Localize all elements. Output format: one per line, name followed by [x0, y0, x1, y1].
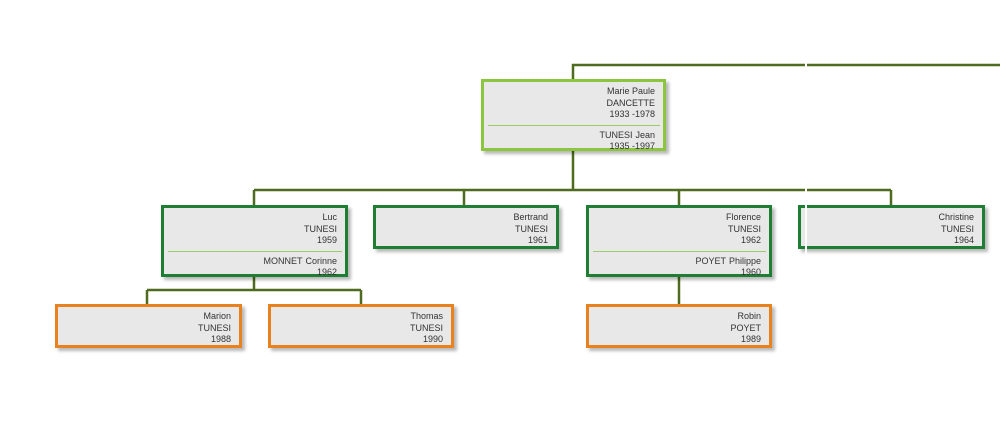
person-last-name: TUNESI [409, 322, 443, 333]
person-first-name: Luc [322, 212, 337, 222]
person-first-name: Marie Paule [606, 86, 655, 96]
person-dates: 1990 [422, 334, 443, 344]
person-first-name: Florence [725, 212, 761, 222]
luc-to-children-connector [145, 277, 363, 305]
person-dates: 1962 [740, 235, 761, 245]
person-dates: 1961 [527, 235, 548, 245]
person-card-robin-poyet[interactable]: Robin POYET 1989 [586, 304, 772, 348]
person-last-name: TUNESI [514, 223, 548, 234]
person-dates: 1964 [953, 235, 974, 245]
spouse-divider [168, 250, 342, 252]
person-last-name: TUNESI [197, 322, 231, 333]
person-last-name: TUNESI [727, 223, 761, 234]
ancestor-connector [571, 63, 1000, 79]
view-seam [805, 0, 807, 436]
root-to-children-connector [252, 150, 893, 206]
person-card-thomas-tunesi[interactable]: Thomas TUNESI 1990 [268, 304, 454, 348]
spouse-dates: 1935 -1997 [609, 141, 655, 151]
person-last-name: DANCETTE [606, 97, 655, 108]
person-first-name: Thomas [410, 311, 443, 321]
spouse-divider [488, 124, 660, 126]
person-last-name: TUNESI [940, 223, 974, 234]
person-dates: 1989 [740, 334, 761, 344]
spouse-dates: 1960 [740, 267, 761, 277]
person-card-christine-tunesi[interactable]: Christine TUNESI 1964 [798, 205, 985, 249]
person-last-name: POYET [730, 322, 761, 333]
person-card-marion-tunesi[interactable]: Marion TUNESI 1988 [55, 304, 242, 348]
person-dates: 1959 [316, 235, 337, 245]
person-first-name: Robin [737, 311, 761, 321]
person-first-name: Bertrand [513, 212, 548, 222]
person-dates: 1988 [210, 334, 231, 344]
spouse-divider [593, 250, 766, 252]
spouse-dates: 1962 [316, 267, 337, 277]
person-first-name: Christine [938, 212, 974, 222]
person-first-name: Marion [203, 311, 231, 321]
person-dates: 1933 -1978 [609, 109, 655, 119]
person-last-name: TUNESI [303, 223, 337, 234]
person-card-bertrand-tunesi[interactable]: Bertrand TUNESI 1961 [373, 205, 559, 249]
